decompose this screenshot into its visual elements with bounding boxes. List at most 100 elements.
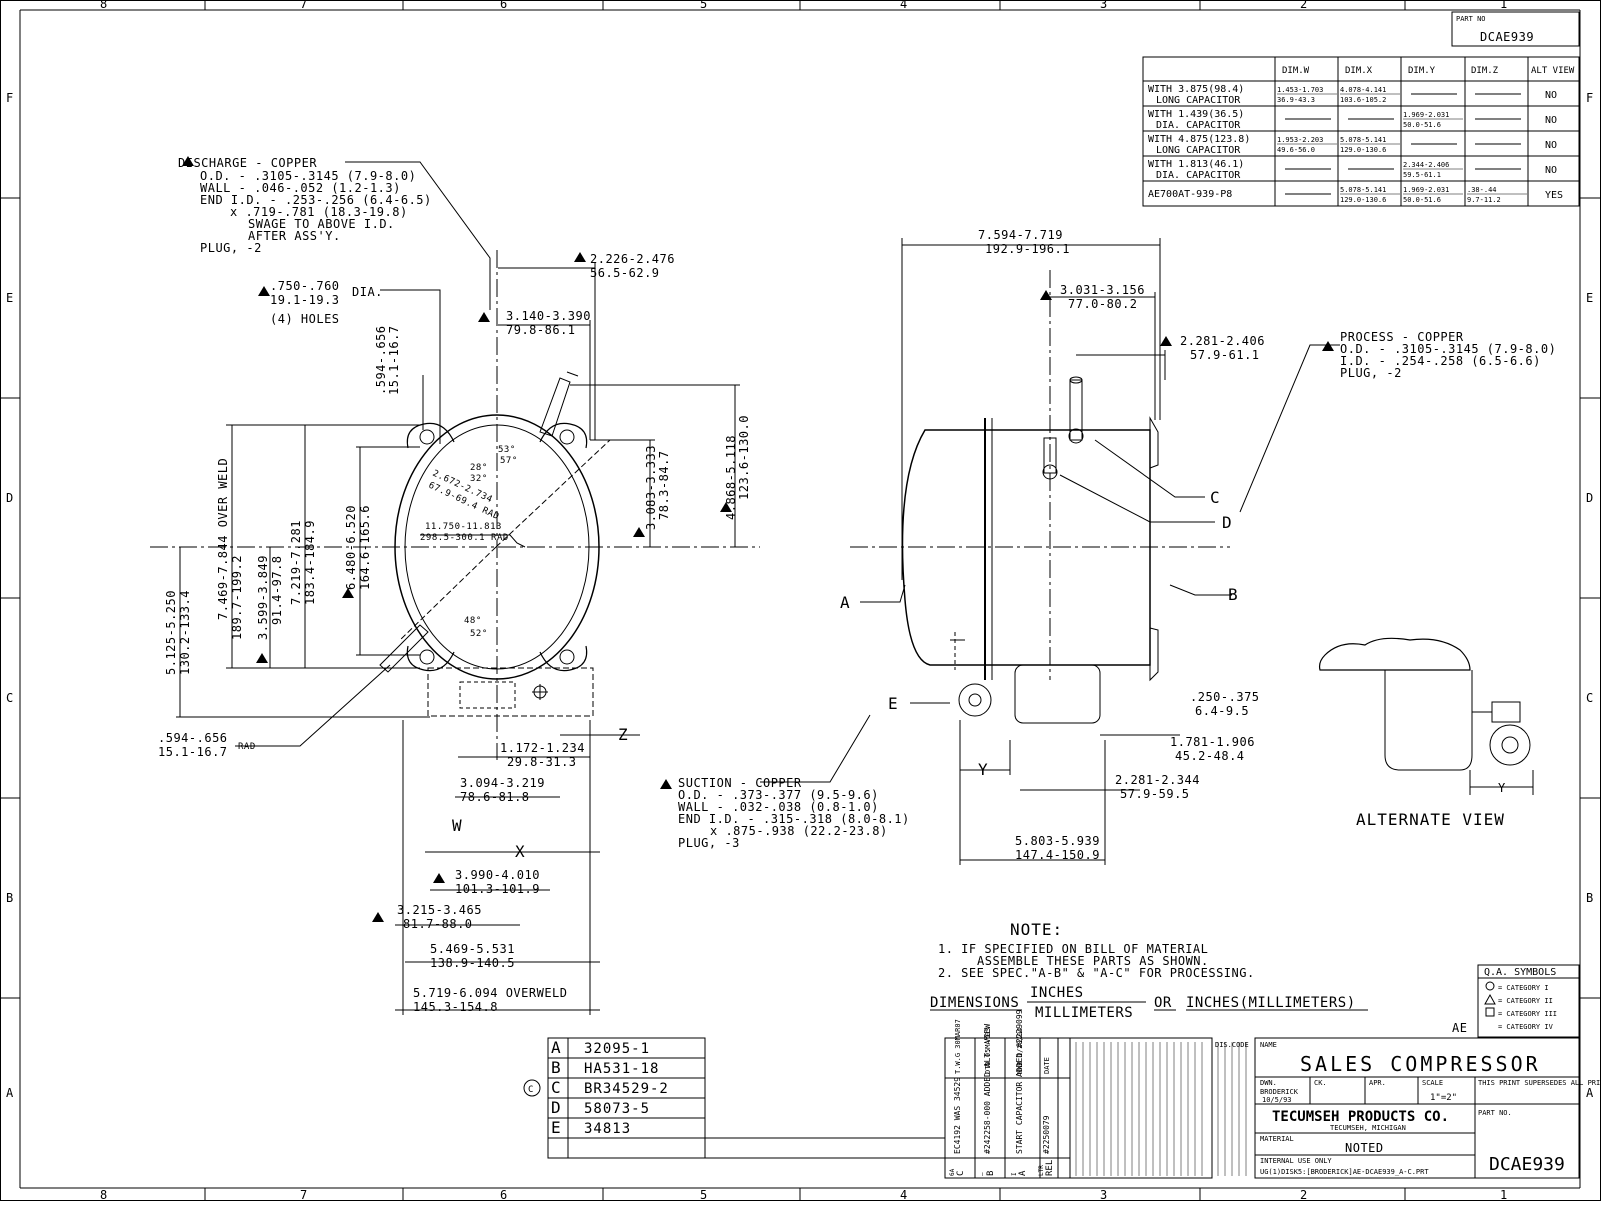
dim-text: 1.172-1.234: [500, 741, 585, 755]
parts-number: BR34529-2: [584, 1081, 669, 1097]
parts-letter: D: [551, 1098, 561, 1117]
discharge-line-1: O.D. - .3105-.3145 (7.9-8.0): [200, 169, 416, 183]
zone-labels-side: F E D C B A F E D C B A: [6, 91, 1594, 1100]
title-block-grid: [1254, 1037, 1580, 1179]
dim-text: 15.1-16.7: [387, 325, 401, 395]
part-no-caption: PART NO: [1456, 15, 1486, 23]
dim-text: 91.4-97.8: [270, 555, 284, 625]
note-underlines: [930, 1001, 1368, 1011]
dim-row-desc: WITH 1.439(36.5): [1148, 109, 1244, 120]
zone-label: 6: [500, 1188, 508, 1201]
zone-label: 7: [300, 0, 308, 11]
dim-table-rows: WITH 3.875(98.4)LONG CAPACITOR1.453-1.70…: [1148, 84, 1563, 204]
dwn-date: 10/5/93: [1262, 1096, 1292, 1104]
zone-label: D: [6, 491, 14, 505]
dim-text: 5.125-5.250: [164, 590, 178, 675]
alt-dim-letter-y: Y: [1498, 781, 1506, 795]
dim-row-desc2: LONG CAPACITOR: [1156, 145, 1241, 156]
dim-text: 3.990-4.010: [455, 868, 540, 882]
holes-dia-label: DIA.: [352, 285, 383, 299]
front-view-labels: DISCHARGE - COPPER O.D. - .3105-.3145 (7…: [158, 156, 910, 1014]
dims-inmm: INCHES(MILLIMETERS): [1186, 995, 1356, 1011]
dim-text: .250-.375: [1190, 690, 1260, 704]
revision-block-grid: [944, 1037, 1256, 1179]
note-title: NOTE:: [1010, 920, 1063, 939]
process-line-3: PLUG, -2: [1340, 366, 1402, 380]
dimension-table: [1142, 56, 1580, 207]
holes-dia: .750-.760: [270, 279, 340, 293]
zone-label: 6: [500, 0, 508, 11]
part-number-box: PART NO DCAE939: [1451, 11, 1580, 47]
dim-letter-y: Y: [978, 760, 988, 779]
scale-value: 1"=2": [1430, 1093, 1457, 1103]
dim-text: 2.281-2.406: [1180, 334, 1265, 348]
zone-label: 4: [900, 0, 908, 11]
revision-desc: #242258-000 ADDED ALT. VIEW: [983, 1024, 992, 1154]
revision-head: MWB 1/28/04: [1016, 1028, 1024, 1074]
dim-row-desc: AE700AT-939-P8: [1148, 189, 1232, 200]
dim-cell: 5.078-5.141: [1340, 186, 1386, 194]
revision-letter: B: [986, 1171, 996, 1176]
dim-cell: 50.0-51.6: [1403, 196, 1441, 204]
holes-dia-mm: 19.1-19.3: [270, 293, 340, 307]
parts-number: 58073-5: [584, 1101, 650, 1117]
zone-label: 7: [300, 1188, 308, 1201]
revision-circle-mark: C: [528, 1085, 533, 1095]
dim-table-headers: DIM.W DIM.X DIM.Y DIM.Z ALT VIEW: [1282, 66, 1575, 76]
dim-text: 3.599-3.849: [256, 555, 270, 640]
parts-letter: B: [551, 1058, 561, 1077]
zone-label: 3: [1100, 0, 1108, 11]
ck-label: CK.: [1314, 1079, 1327, 1087]
angle-text: 57°: [500, 456, 518, 466]
title-part-no: DCAE939: [1489, 1154, 1565, 1175]
suction-line-0: SUCTION - COPPER: [678, 776, 802, 790]
suction-line-5: PLUG, -3: [678, 836, 740, 850]
apr-label: APR.: [1369, 1079, 1386, 1087]
zone-labels-top: 8 7 6 5 4 3 2 1 8 7 6 5 4 3 2 1: [100, 0, 1507, 1202]
dim-text: 101.3-101.9: [455, 882, 540, 896]
radius-text: 298.5-300.1 RAD: [420, 533, 509, 543]
dim-cell: 4.078-4.141: [1340, 86, 1386, 94]
dim-text: 3.140-3.390: [506, 309, 591, 323]
suction-line-3: END I.D. - .315-.318 (8.0-8.1): [678, 812, 910, 826]
notes: NOTE: 1. IF SPECIFIED ON BILL OF MATERIA…: [930, 920, 1356, 1021]
dim-text: 77.0-80.2: [1068, 297, 1138, 311]
alternate-view: [1318, 637, 1534, 795]
dim-header: ALT VIEW: [1531, 66, 1575, 76]
dim-letter-w: W: [452, 816, 462, 835]
zone-label: A: [1586, 1086, 1594, 1100]
callout-e: E: [888, 694, 898, 713]
dim-header: DIM.Z: [1471, 66, 1499, 76]
callout-a: A: [840, 593, 850, 612]
dwn-label: DWN.: [1260, 1079, 1277, 1087]
side-view-labels: 7.594-7.719 192.9-196.1 3.031-3.156 77.0…: [840, 228, 1556, 862]
dim-text: 3.094-3.219: [460, 776, 545, 790]
dim-text: 56.5-62.9: [590, 266, 660, 280]
dim-text: 6.4-9.5: [1195, 704, 1249, 718]
qa-icons: [1484, 981, 1496, 1017]
qa-cat-3: = CATEGORY III: [1498, 1010, 1557, 1018]
dim-row-desc2: DIA. CAPACITOR: [1156, 170, 1241, 181]
dim-letter-x: X: [515, 842, 525, 861]
dim-text: 2.226-2.476: [590, 252, 675, 266]
dim-text: 79.8-86.1: [506, 323, 576, 337]
dim-letter-z: Z: [618, 725, 628, 744]
internal-use-note: INTERNAL USE ONLY: [1260, 1157, 1332, 1165]
note-2: 2. SEE SPEC."A-B" & "A-C" FOR PROCESSING…: [938, 966, 1255, 980]
dis-code-label: DIS.CODE: [1215, 1041, 1249, 1049]
revision-head: T.W.G 30MAR07: [954, 1019, 962, 1074]
dim-text: 192.9-196.1: [985, 242, 1070, 256]
zone-label: 5: [700, 0, 708, 11]
dim-header: DIM.W: [1282, 66, 1310, 76]
company-name: TECUMSEH PRODUCTS CO.: [1272, 1109, 1449, 1125]
dim-alt-view: NO: [1545, 140, 1557, 151]
process-line-2: I.D. - .254-.258 (6.5-6.6): [1340, 354, 1541, 368]
dim-text: 1.781-1.906: [1170, 735, 1255, 749]
dim-text: 57.9-61.1: [1190, 348, 1260, 362]
dim-row-desc: WITH 4.875(123.8): [1148, 134, 1250, 145]
discharge-line-6: AFTER ASS'Y.: [248, 229, 341, 243]
qa-triangles: [182, 156, 1334, 922]
